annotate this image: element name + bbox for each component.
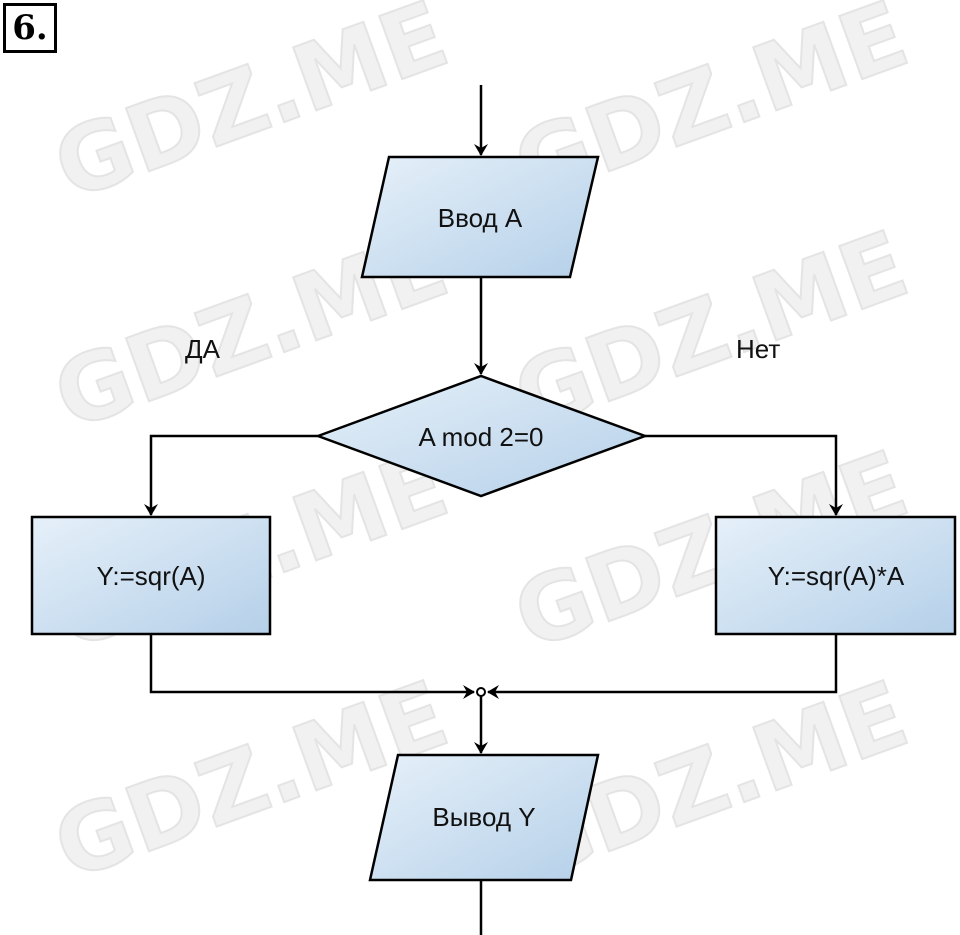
- no-action-label: Y:=sqr(A)*A: [768, 561, 905, 591]
- output-label: Вывод Y: [432, 802, 535, 832]
- arrow-yes-branch: [144, 434, 318, 516]
- arrow-no-merge: [487, 634, 838, 699]
- condition-block: A mod 2=0: [314, 374, 649, 498]
- output-block: Вывод Y: [368, 753, 600, 882]
- no-label: Нет: [736, 334, 780, 364]
- yes-action-block: Y:=sqr(A): [30, 515, 272, 636]
- yes-action-label: Y:=sqr(A): [96, 561, 205, 591]
- yes-label: ДА: [185, 334, 221, 364]
- no-action-block: Y:=sqr(A)*A: [714, 515, 957, 636]
- input-block: Ввод A: [360, 155, 600, 279]
- arrow-yes-merge: [149, 634, 475, 699]
- input-label: Ввод A: [438, 203, 523, 233]
- condition-label: A mod 2=0: [418, 422, 543, 452]
- arrow-no-branch: [645, 434, 843, 516]
- task-number: 6.: [3, 3, 57, 53]
- junction-point: [476, 687, 486, 697]
